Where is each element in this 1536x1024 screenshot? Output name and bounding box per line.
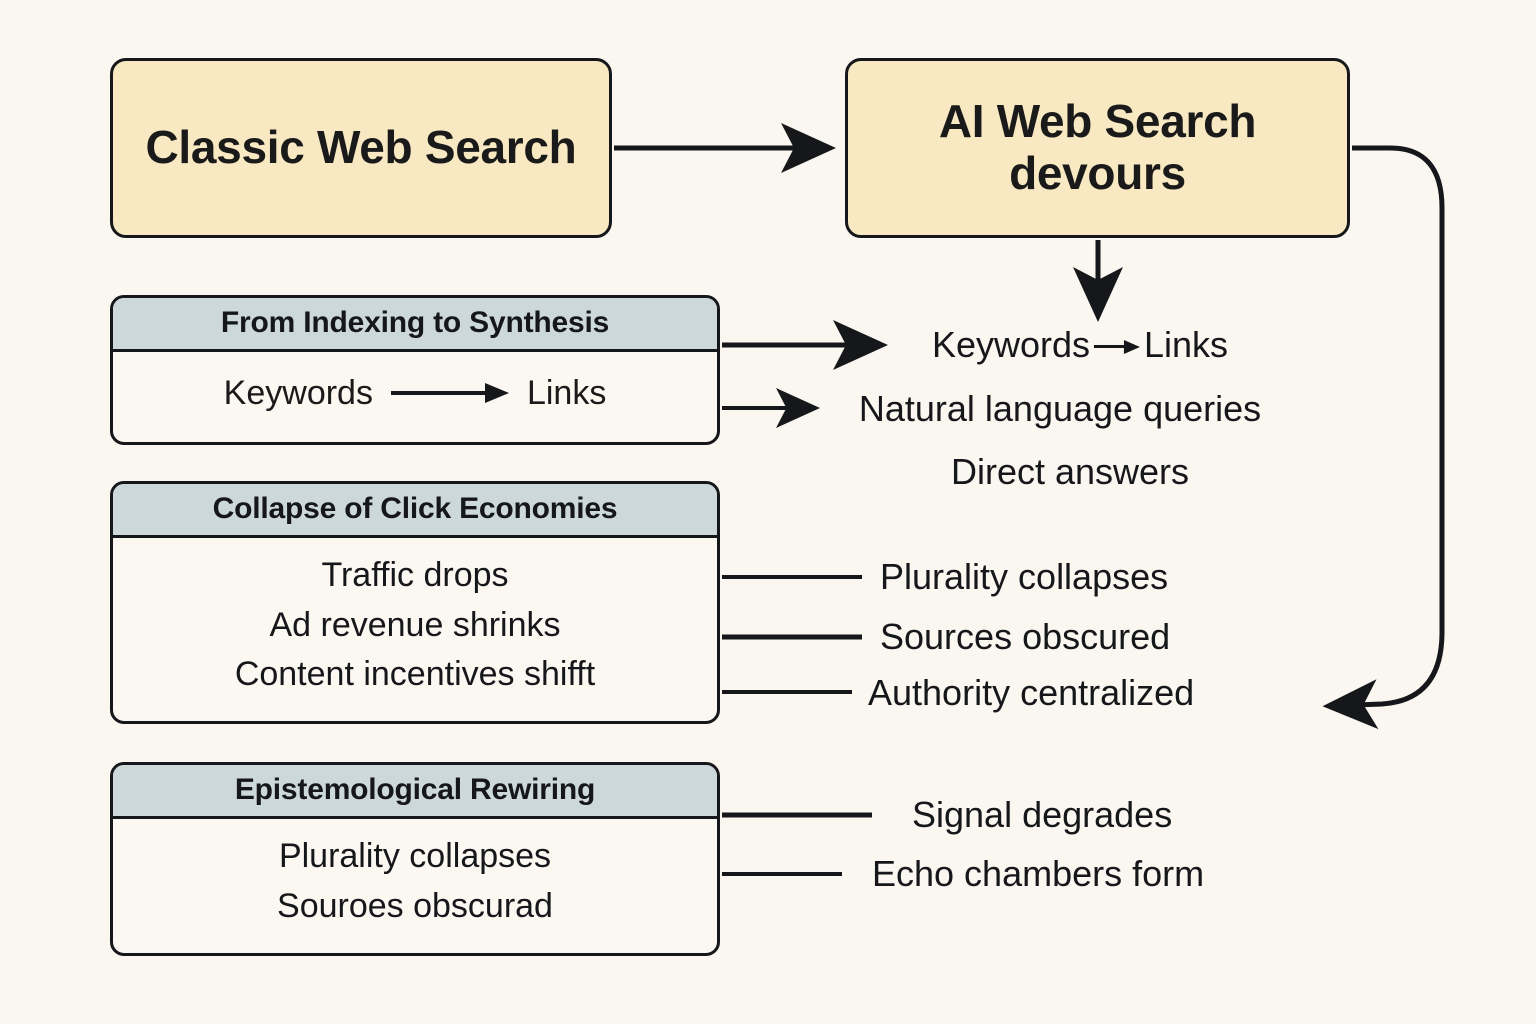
node-ai-web-search-label: AI Web Search devours <box>938 95 1257 199</box>
panel-collapse-of-click-economies[interactable]: Collapse of Click Economies Traffic drop… <box>110 481 720 724</box>
list-item: Plurality collapses <box>278 837 552 876</box>
panel-collapse-of-click-economies-body: Traffic drops Ad revenue shrinks Content… <box>113 538 717 713</box>
panel-epistemological-rewiring-header: Epistemological Rewiring <box>113 765 717 819</box>
keywords-label: Keywords <box>223 373 373 412</box>
label-sources-obscured: Sources obscured <box>880 616 1171 657</box>
label-direct-answers: Direct answers <box>950 451 1190 492</box>
node-ai-web-search[interactable]: AI Web Search devours <box>845 58 1350 238</box>
label-keywords-to-links: Keywords Links <box>932 327 1228 363</box>
right-keywords-label: Keywords <box>931 324 1091 365</box>
label-plurality-collapses: Plurality collapses <box>880 556 1169 597</box>
links-label: Links <box>526 373 607 412</box>
panel-from-indexing-to-synthesis-body: Keywords Links <box>113 352 717 434</box>
list-item: Content incentives shifft <box>234 655 596 694</box>
label-natural-language-queries: Natural language queries <box>858 388 1262 429</box>
list-item: Souroes obscurad <box>277 887 553 925</box>
label-signal-degrades: Signal degrades <box>912 794 1173 835</box>
node-classic-web-search[interactable]: Classic Web Search <box>110 58 612 238</box>
panel-from-indexing-to-synthesis[interactable]: From Indexing to Synthesis Keywords Link… <box>110 295 720 445</box>
panel-epistemological-rewiring-body: Plurality collapses Souroes obscurad <box>113 819 717 945</box>
label-echo-chambers-form: Echo chambers form <box>872 853 1205 894</box>
panel-collapse-of-click-economies-header: Collapse of Click Economies <box>113 484 717 538</box>
node-classic-web-search-label: Classic Web Search <box>145 121 577 174</box>
right-links-label: Links <box>1144 324 1229 365</box>
list-item: Traffic drops <box>321 555 509 594</box>
label-authority-centralized: Authority centralized <box>868 672 1195 713</box>
edge-feedback-loop <box>1322 145 1445 730</box>
right-arrow-icon <box>1094 339 1141 355</box>
right-arrow-icon <box>390 383 509 403</box>
panel-from-indexing-to-synthesis-header: From Indexing to Synthesis <box>113 298 717 352</box>
list-item: Ad revenue shrinks <box>269 605 561 644</box>
panel-epistemological-rewiring[interactable]: Epistemological Rewiring Plurality colla… <box>110 762 720 956</box>
keywords-to-links-row: Keywords Links <box>224 374 607 413</box>
